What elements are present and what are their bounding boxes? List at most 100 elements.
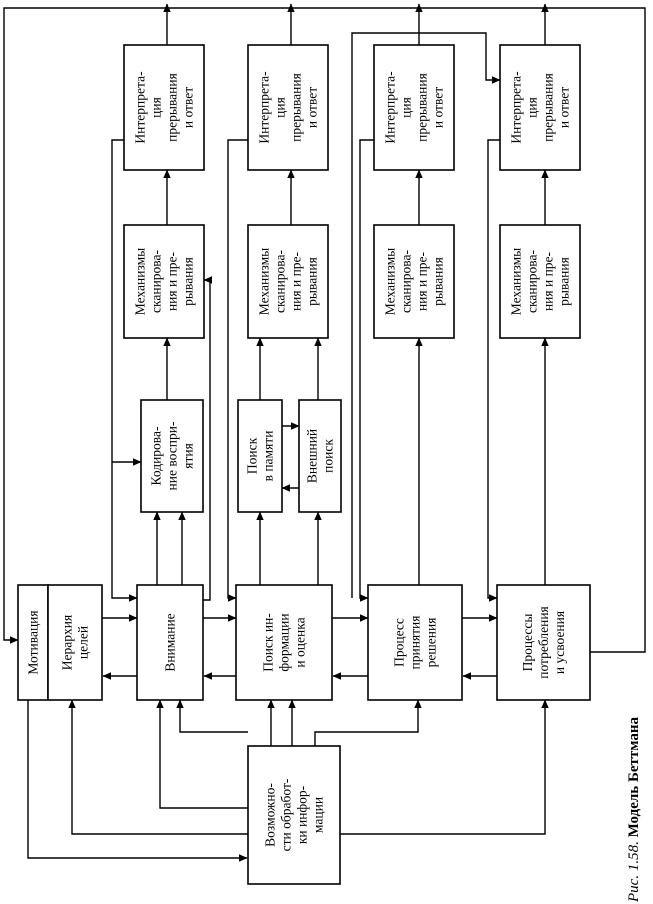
box-label-line: и ответ — [181, 87, 196, 128]
box-label-line: Механизмы — [383, 248, 398, 315]
box-label: Механизмысканирова-ния и пре-рывания — [133, 248, 196, 315]
box-label: Интерпрета-цияпрерыванияи ответ — [509, 71, 572, 144]
box-label-line: ния и пре- — [289, 251, 304, 311]
box-label-line: ния и пре- — [165, 251, 180, 311]
box-label-line: и ответ — [557, 87, 572, 128]
box-external-search: Внешнийпоиск — [298, 399, 342, 513]
box-label-line: Механизмы — [133, 248, 148, 315]
line-feedback-scan1 — [203, 276, 212, 601]
line-capacity-consumption — [340, 699, 549, 835]
caption-title: Модель Беттмана — [626, 716, 642, 838]
box-consumption: Процессыпотребленияи усвоения — [496, 584, 591, 701]
line-capacity-decision — [314, 699, 422, 746]
box-label: Кодирова-ние воспри-ятия — [149, 421, 196, 490]
box-label-line: и ответ — [431, 87, 446, 128]
box-label-line: Интерпрета- — [257, 71, 272, 144]
box-label-line: в памяти — [261, 431, 276, 482]
box-label-line: сти обработ- — [279, 778, 294, 851]
box-label-line: рывания — [305, 257, 320, 306]
box-label-line: Процесс — [392, 618, 407, 667]
box-interp-1: Интерпрета-цияпрерыванияи ответ — [123, 44, 205, 171]
box-label-line: Поиск ин- — [261, 613, 276, 672]
box-label: Возможно-сти обработ-ки инфор-мации — [263, 778, 326, 851]
caption-prefix: Рис. 1.58. — [626, 841, 642, 902]
box-label-line: рывания — [181, 257, 196, 306]
box-label-line: ние воспри- — [165, 421, 180, 490]
box-label-line: Возможно- — [263, 783, 278, 847]
box-interp-4: Интерпрета-цияпрерыванияи ответ — [499, 44, 581, 171]
box-label-line: потребления — [536, 606, 551, 679]
box-label: Механизмысканирова-ния и пре-рывания — [509, 248, 572, 315]
box-label: Иерархияцелей — [60, 615, 91, 670]
box-label-line: ния и пре- — [541, 251, 556, 311]
box-scan-1: Механизмысканирова-ния и пре-рывания — [123, 224, 205, 339]
line-interp1-feedback — [111, 139, 138, 602]
box-scan-3: Механизмысканирова-ния и пре-рывания — [373, 224, 455, 339]
line-interp4-feedback — [487, 139, 500, 602]
box-label-line: решения — [424, 618, 439, 668]
box-label-line: Внешний — [305, 429, 320, 483]
box-label-line: ция — [149, 97, 164, 118]
box-interp-3: Интерпрета-цияпрерыванияи ответ — [373, 44, 455, 171]
box-label: Поискв памяти — [245, 431, 276, 482]
box-scan-2: Механизмысканирова-ния и пре-рывания — [247, 224, 329, 339]
box-label-line: и оценка — [293, 617, 308, 667]
box-perception: Кодирова-ние воспри-ятия — [140, 399, 204, 513]
box-label-line: Иерархия — [60, 615, 75, 670]
connector-lines — [3, 3, 646, 862]
box-label-line: ция — [525, 97, 540, 118]
line-interp3-feedback — [359, 139, 374, 602]
box-label-line: прерывания — [165, 73, 180, 142]
box-interp-2: Интерпрета-цияпрерыванияи ответ — [247, 44, 329, 171]
box-label-line: ки инфор- — [295, 785, 310, 844]
box-info-search: Поиск ин-формациии оценка — [235, 584, 333, 701]
box-label: Механизмысканирова-ния и пре-рывания — [257, 248, 320, 315]
box-label: Внимание — [163, 613, 178, 671]
box-label: Механизмысканирова-ния и пре-рывания — [383, 248, 446, 315]
box-label-line: Процессы — [520, 614, 535, 672]
box-label-line: сканирова- — [399, 250, 414, 313]
box-label-line: и ответ — [305, 87, 320, 128]
box-scan-4: Механизмысканирова-ния и пре-рывания — [499, 224, 581, 339]
box-label-line: поиск — [321, 439, 336, 473]
box-label-line: ятия — [181, 443, 196, 469]
box-label: Интерпрета-цияпрерыванияи ответ — [257, 71, 320, 144]
figure-caption: Рис. 1.58. Модель Беттмана — [622, 648, 646, 902]
box-memory-search: Поискв памяти — [237, 399, 283, 513]
box-label-line: Механизмы — [509, 248, 524, 315]
box-label-line: Внимание — [163, 613, 178, 671]
box-label-line: ния и пре- — [415, 251, 430, 311]
box-label-line: Интерпрета- — [383, 71, 398, 144]
box-label: Процесспринятиярешения — [392, 616, 439, 670]
box-label-line: Мотивация — [26, 610, 41, 674]
box-label-line: прерывания — [541, 73, 556, 142]
diagram-boxes: Мотивация Иерархияцелей Внимание Поиск и… — [17, 44, 591, 885]
line-capacity-goals — [68, 699, 248, 835]
box-label-line: прерывания — [289, 73, 304, 142]
box-label-line: Интерпрета- — [133, 71, 148, 144]
box-label-line: Кодирова- — [149, 426, 164, 485]
box-decision: Процесспринятиярешения — [367, 584, 463, 701]
box-label-line: рывания — [431, 257, 446, 306]
line-decision-top-loop — [351, 32, 501, 598]
line-outer-loop — [3, 7, 646, 653]
box-label: Процессыпотребленияи усвоения — [520, 606, 567, 679]
box-label-line: Интерпрета- — [509, 71, 524, 144]
box-motivation: Мотивация — [17, 584, 49, 701]
box-label-line: ция — [273, 97, 288, 118]
box-label-line: сканирова- — [149, 250, 164, 313]
box-label-line: и усвоения — [552, 611, 567, 674]
box-attention: Внимание — [136, 584, 204, 701]
box-label-line: принятия — [408, 616, 423, 670]
box-label-line: Механизмы — [257, 248, 272, 315]
box-label-line: мации — [311, 797, 326, 833]
box-capacity: Возможно-сти обработ-ки инфор-мации — [247, 745, 341, 885]
line-capacity-attention — [176, 699, 248, 733]
box-label-line: формации — [277, 613, 292, 671]
box-label: Интерпрета-цияпрерыванияи ответ — [133, 71, 196, 144]
line-interp2-feedback — [227, 139, 248, 602]
box-label-line: рывания — [557, 257, 572, 306]
box-label-line: сканирова- — [525, 250, 540, 313]
box-label-line: ция — [399, 97, 414, 118]
